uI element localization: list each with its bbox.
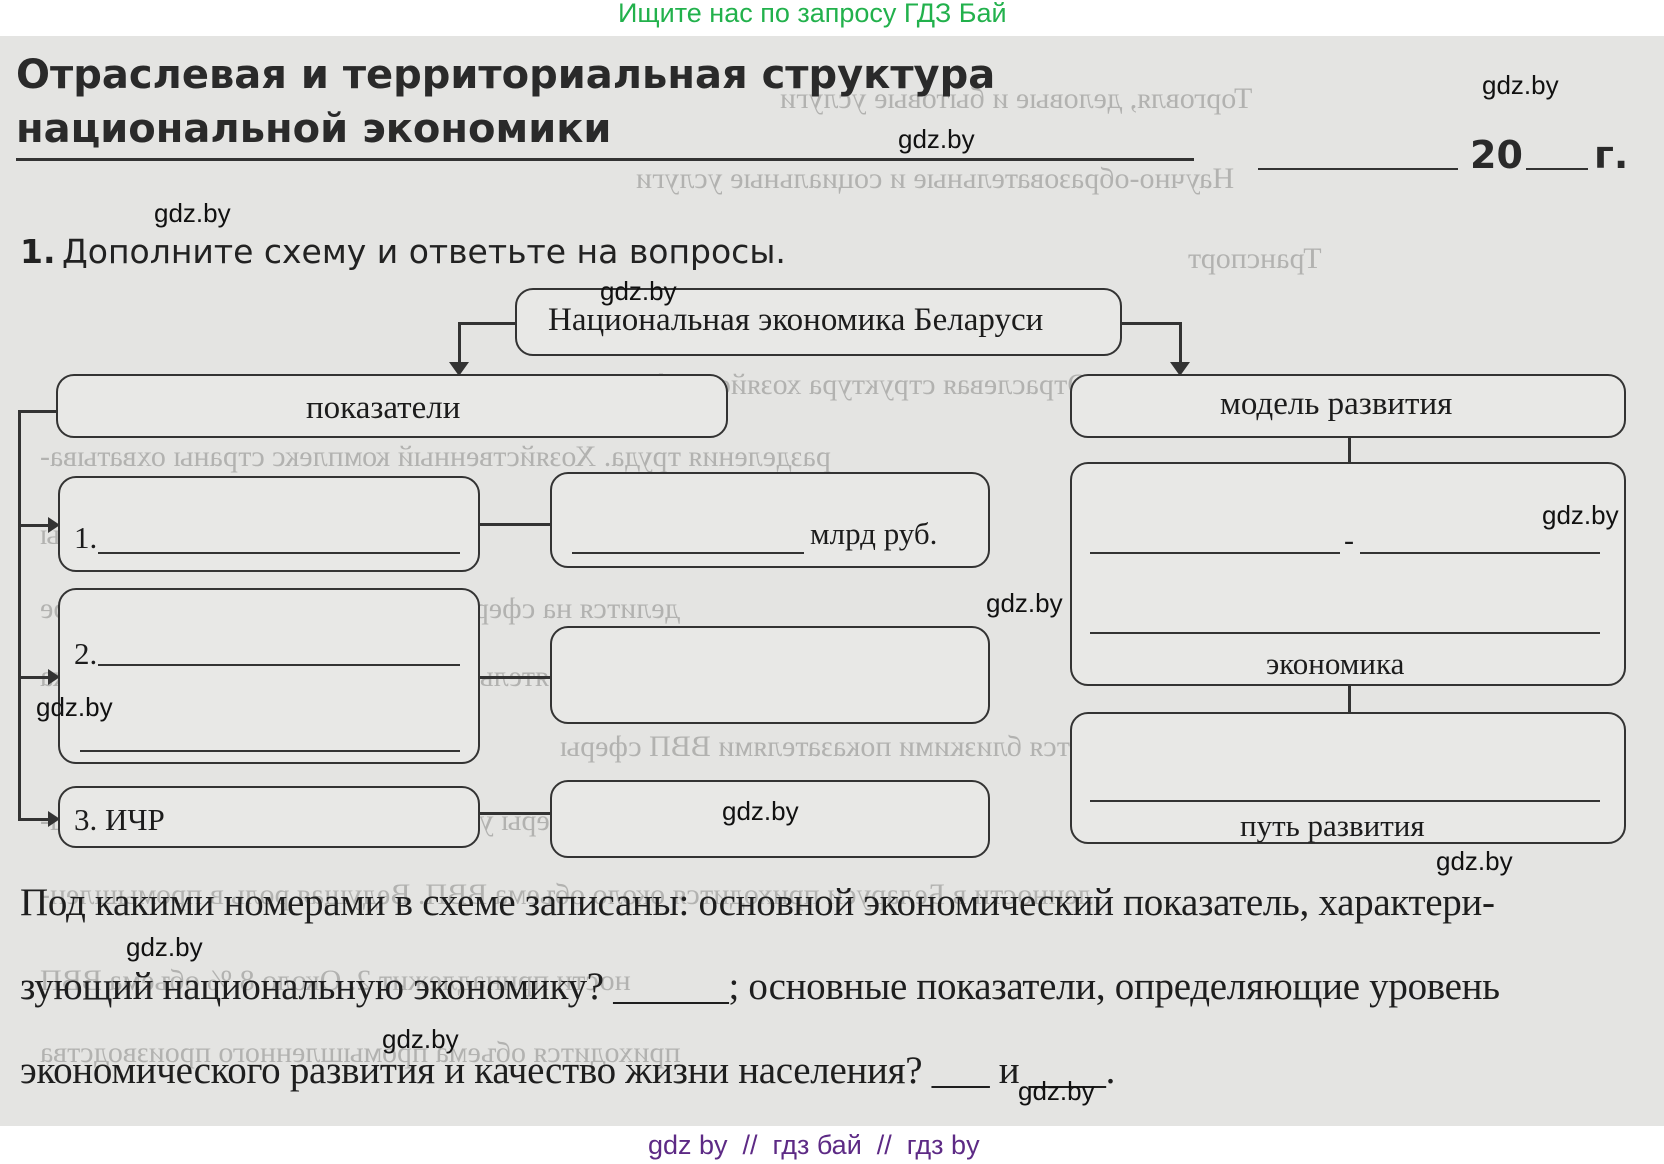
economy-blank-2[interactable] — [1360, 552, 1600, 554]
value-box-2[interactable] — [550, 626, 990, 724]
date-blank[interactable] — [1258, 168, 1458, 170]
watermark: gdz.by — [1018, 1076, 1095, 1106]
arrow-head-icon — [449, 362, 469, 376]
connector-line — [458, 322, 461, 366]
task-text: Дополните схему и ответьте на вопросы. — [62, 232, 786, 271]
connector-line — [18, 410, 21, 820]
page-title-line-2: национальной экономики — [16, 106, 612, 152]
watermark: gdz.by — [600, 276, 677, 306]
scheme-root-box — [515, 288, 1122, 356]
watermark: gdz.by — [1436, 846, 1513, 876]
indicator-2-blank-2[interactable] — [80, 750, 460, 752]
watermark: gdz.by — [986, 588, 1063, 618]
connector-line — [1348, 438, 1351, 464]
question-line-1: Под какими номерами в схеме записаны: ос… — [20, 881, 1495, 924]
watermark: gdz.by — [36, 692, 113, 722]
question-line-3: экономического развития и качество жизни… — [20, 1049, 1116, 1092]
watermark: gdz.by — [382, 1024, 459, 1054]
watermark: gdz.by — [898, 124, 975, 154]
indicators-box — [56, 374, 728, 438]
indicator-2-box — [58, 588, 480, 764]
economy-blank-1[interactable] — [1090, 552, 1340, 554]
connector-line — [480, 523, 550, 526]
connector-line — [18, 676, 50, 679]
bleed-through-text: Научно-образовательные и социальные услу… — [636, 162, 1235, 195]
indicator-1-box — [58, 476, 480, 572]
bleed-through-text: Транспорт — [1188, 242, 1322, 275]
economy-blank-3[interactable] — [1090, 632, 1600, 634]
connector-line — [1122, 322, 1180, 325]
scheme-root-label: Национальная экономика Беларуси — [548, 302, 1044, 338]
task-number: 1. — [20, 232, 56, 271]
value-box-3[interactable] — [550, 780, 990, 858]
value-unit-label: млрд руб. — [810, 516, 938, 551]
date-year-blank[interactable] — [1526, 168, 1588, 170]
development-model-label: модель развития — [1220, 386, 1453, 422]
date-suffix: г. — [1594, 133, 1629, 177]
economy-box — [1070, 462, 1626, 686]
indicator-2-blank[interactable] — [98, 664, 460, 666]
connector-line — [1348, 686, 1351, 712]
title-underline — [16, 158, 1194, 161]
development-path-box — [1070, 712, 1626, 844]
watermark: gdz.by — [1542, 500, 1619, 530]
footer-links[interactable]: gdz by // гдз бай // гдз by — [648, 1130, 980, 1160]
connector-line — [18, 818, 50, 821]
bleed-through-text: разделения труда. Хозяйственный комплекс… — [40, 440, 831, 473]
development-model-box — [1070, 374, 1626, 438]
indicator-1-label: 1. — [74, 520, 98, 555]
connector-line — [458, 322, 515, 325]
top-banner: Ищите нас по запросу ГДЗ Бай — [618, 0, 1007, 28]
connector-line — [480, 676, 550, 679]
date-year: 20 — [1470, 133, 1523, 177]
indicator-3-label: 3. ИЧР — [74, 802, 165, 837]
arrow-head-icon — [48, 811, 60, 827]
indicator-2-label: 2. — [74, 636, 98, 671]
connector-line — [1179, 322, 1182, 366]
connector-line — [18, 410, 58, 413]
connector-line — [480, 812, 550, 815]
development-path-blank[interactable] — [1090, 800, 1600, 802]
watermark: gdz.by — [1482, 70, 1559, 100]
indicator-3-box — [58, 786, 480, 848]
arrow-head-icon — [48, 669, 60, 685]
page-title-line-1: Отраслевая и территориальная структура — [16, 52, 996, 98]
indicators-label: показатели — [306, 390, 461, 426]
question-line-2: зующий национальную экономику? ______; о… — [20, 965, 1500, 1008]
arrow-head-icon — [48, 517, 60, 533]
development-path-label: путь развития — [1240, 808, 1425, 843]
watermark: gdz.by — [722, 796, 799, 826]
watermark: gdz.by — [126, 932, 203, 962]
value-blank[interactable] — [572, 552, 804, 554]
economy-dash: - — [1344, 524, 1354, 557]
indicator-1-blank[interactable] — [98, 552, 460, 554]
economy-label: экономика — [1266, 646, 1405, 681]
watermark: gdz.by — [154, 198, 231, 228]
arrow-head-icon — [1170, 362, 1190, 376]
connector-line — [18, 524, 50, 527]
